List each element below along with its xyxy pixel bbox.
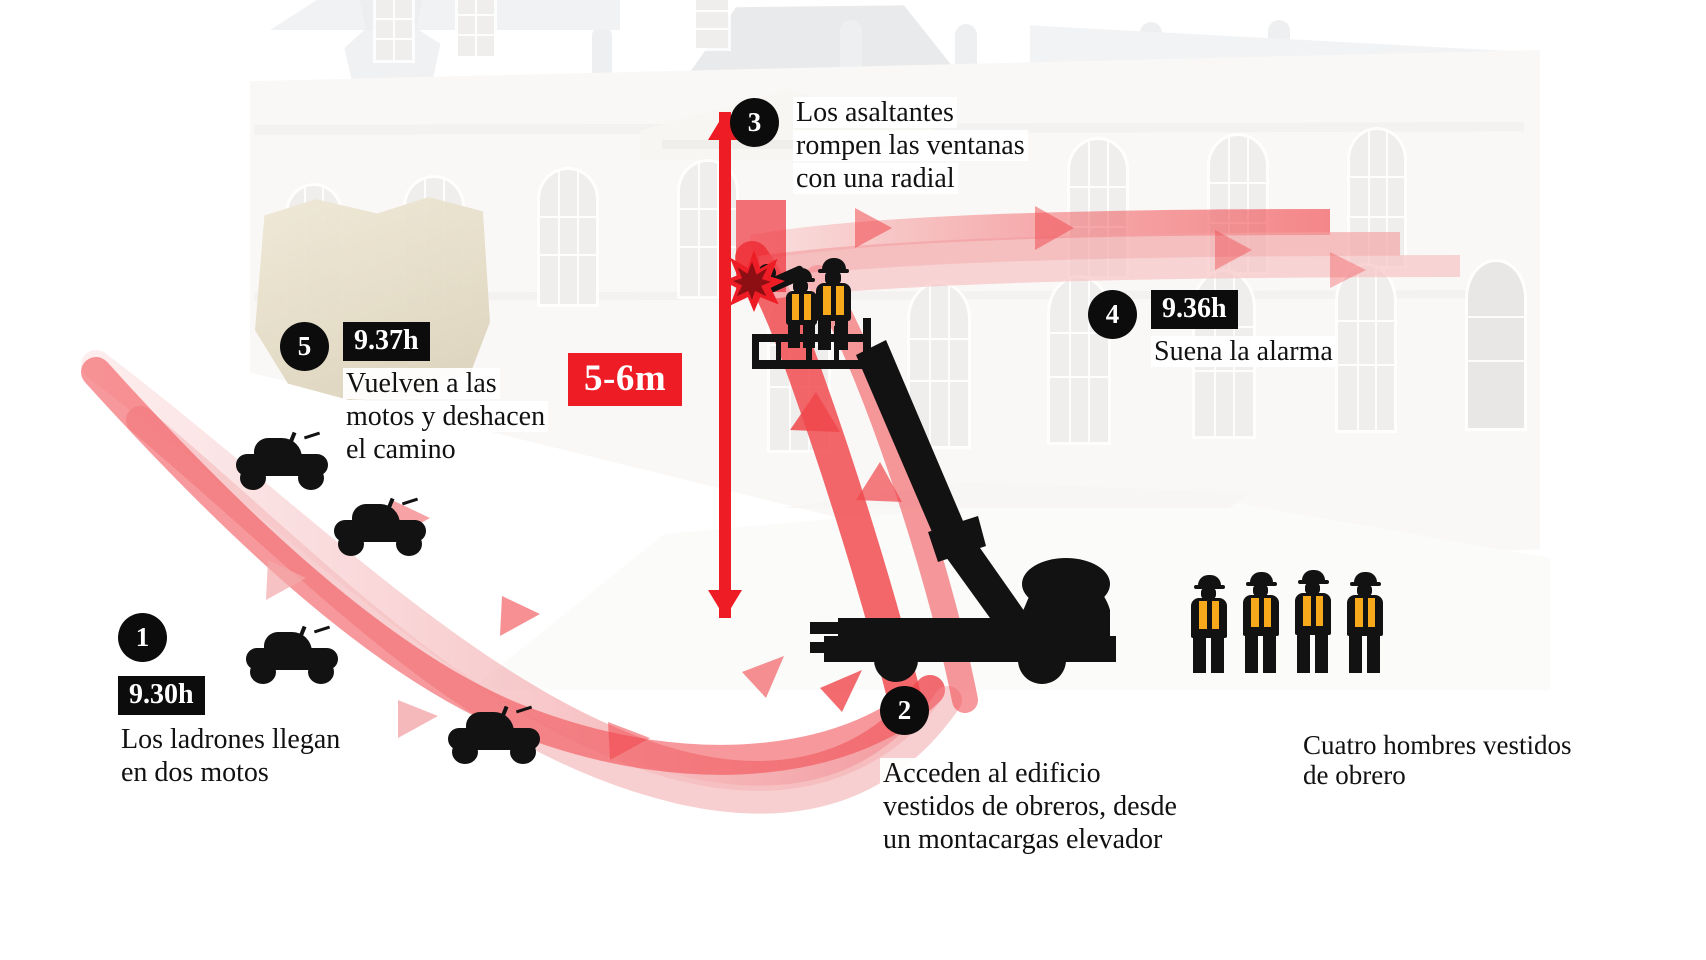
step-text-4: Suena la alarma [1151,335,1336,368]
step-text-3: Los asaltantes rompen las ventanas con u… [793,96,1028,195]
truck-wheel [874,638,918,682]
arrowhead [790,392,840,432]
step-time-4: 9.36h [1151,290,1238,330]
roof-ridge [602,82,1042,100]
path-facade-mid [758,232,1401,280]
outrigger-left-2 [810,642,844,653]
step-badge-3: 3 [730,98,779,147]
step-text-5: Vuelven a las motos y deshacen el camino [343,367,549,466]
roof-ornament [955,24,977,78]
step-text-line: con una radial [793,163,958,195]
arrowhead [500,596,540,636]
arrowhead [1215,230,1252,270]
arrowheads [390,206,1366,760]
measure-line [719,112,731,618]
motorcycle-silhouette [246,625,338,684]
facade-window [910,284,968,446]
measure-label: 5-6m [568,353,683,406]
step-text-line: Los ladrones llegan [118,724,344,756]
step-5-text-group: 9.37h Vuelven a las motos y deshacen el … [343,322,549,466]
step-time-1: 9.30h [118,676,205,716]
step-time-5: 9.37h [343,322,430,362]
callout-step-3[interactable]: 3 Los asaltantes rompen las ventanas con… [730,96,1028,195]
roof-ornament [592,26,612,78]
arrowhead [608,722,650,760]
step-4-row: 4 9.36h Suena la alarma [1088,290,1336,368]
facade-window [376,0,412,60]
step-text-line: motos y deshacen [343,401,549,433]
facade-window [1468,262,1524,428]
boom-upper-arm [856,340,966,546]
outrigger-left [810,622,850,634]
step-badge-5: 5 [280,322,329,371]
arrowhead [742,656,784,698]
arrowheads-pale [266,560,438,738]
step-badge-4: 4 [1088,290,1137,339]
callout-step-4[interactable]: 4 9.36h Suena la alarma [1088,290,1336,368]
arrowhead [855,208,892,248]
arrowhead [1330,252,1366,288]
truck-cab [1022,558,1110,610]
left-wing-roof [270,0,620,30]
cherry-picker-truck [810,340,1116,684]
truck-chassis [824,636,1116,662]
arrowhead [856,462,902,502]
facade-window [696,0,728,48]
step-badge-1: 1 [118,613,167,662]
caption-line: Cuatro hombres vestidos [1300,730,1575,760]
cornice-band [254,122,1524,135]
arrowhead [398,700,438,738]
step-text-line: Acceden al edificio [880,758,1104,789]
cornice-band [254,290,1524,301]
worker-in-basket [812,258,856,350]
pediment-dentils [662,140,918,149]
measure-arrow-down-icon [708,590,742,618]
motorcycle-silhouette [448,705,540,764]
roof-ornament [840,20,862,76]
step-text-line: Los asaltantes [793,97,957,128]
step-text-line: en dos motos [118,757,272,789]
step-text-2: Acceden al edificio vestidos de obreros,… [880,757,1180,856]
workers-caption-text: Cuatro hombres vestidos de obrero [1300,730,1575,791]
facade-window [540,170,596,304]
standing-worker [1342,572,1388,673]
step-text-line: un montacargas elevador [880,824,1166,856]
path-facade-upper [749,209,1331,261]
arrowhead [266,560,306,600]
step-3-row: 3 Los asaltantes rompen las ventanas con… [730,96,1028,195]
callout-step-2[interactable]: 2 Acceden al edificio vestidos de obrero… [880,686,1180,856]
arrowhead [1035,206,1074,250]
path-escape [81,357,945,775]
truck-wheel [1018,636,1066,684]
step-text-line: Suena la alarma [1151,336,1336,368]
arrowhead [820,670,862,712]
standing-worker [1238,572,1284,673]
step-text-line: el camino [343,434,459,466]
standing-worker [1290,570,1336,673]
callout-step-1[interactable]: 1 9.30h Los ladrones llegan en dos motos [118,613,344,789]
step-text-line: vestidos de obreros, desde [880,791,1180,823]
step-text-1: Los ladrones llegan en dos motos [118,723,344,789]
facade-window [458,0,494,56]
facade-window [1338,266,1394,430]
caption-line: de obrero [1300,760,1409,791]
standing-worker [1186,575,1232,673]
roof-ornament [1140,22,1162,78]
step-4-text-group: 9.36h Suena la alarma [1151,290,1336,368]
step-text-line: rompen las ventanas [793,130,1028,162]
roof-ornament [1268,20,1290,78]
motorcycle-silhouette [236,431,328,490]
callout-workers-caption: Cuatro hombres vestidos de obrero [1300,730,1575,791]
boom-joint [928,516,986,562]
motorcycle-silhouette [334,497,426,556]
step-text-line: Vuelven a las [343,368,500,400]
step-badge-2: 2 [880,686,929,735]
step-5-row: 5 9.37h Vuelven a las motos y deshacen e… [280,322,549,466]
callout-step-5[interactable]: 5 9.37h Vuelven a las motos y deshacen e… [280,322,549,466]
